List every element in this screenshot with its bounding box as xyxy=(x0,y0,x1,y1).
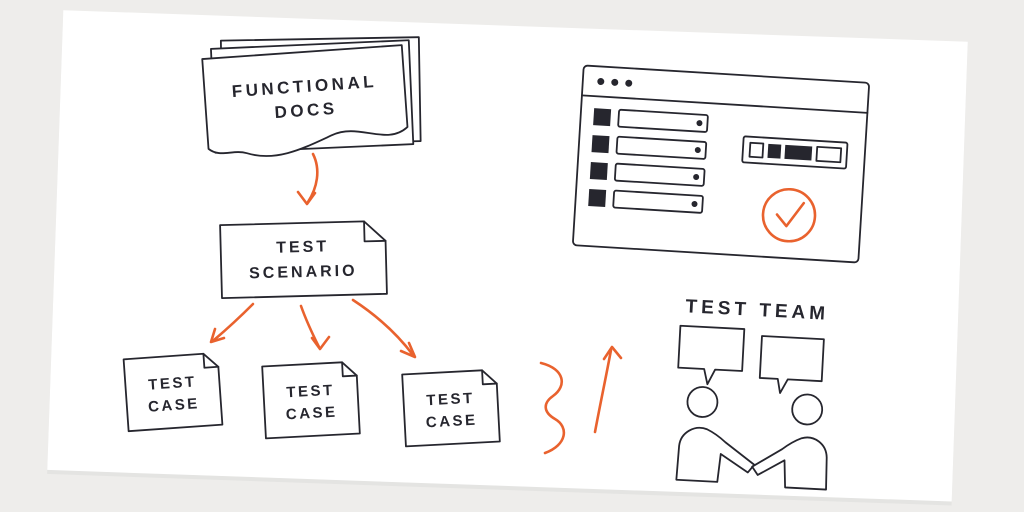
progress-widget xyxy=(741,135,849,170)
arrow-head-icon xyxy=(296,190,317,206)
test-case-1-label-line1: TEST xyxy=(148,373,197,393)
arrow-docs-to-scenario xyxy=(296,152,319,206)
checklist-row xyxy=(589,162,706,187)
progress-segment-filled-icon xyxy=(767,143,782,159)
case-doc-fold-icon xyxy=(481,369,498,386)
row-item-dot-icon xyxy=(694,147,701,154)
row-item-dot-icon xyxy=(693,174,700,181)
row-item-pill xyxy=(612,189,704,214)
test-case-1-label-line2: CASE xyxy=(148,395,201,416)
success-check-icon xyxy=(761,187,817,243)
progress-segment-filled-icon xyxy=(784,144,813,161)
arrow-shaft xyxy=(593,348,613,434)
titlebar-divider xyxy=(581,94,869,114)
test-case-3-label-line1: TEST xyxy=(426,390,475,410)
case-doc-outline xyxy=(122,352,224,433)
row-bullet-square-icon xyxy=(589,162,608,181)
case-doc-outline xyxy=(401,369,501,448)
checklist-row xyxy=(593,108,709,133)
case-doc-outline xyxy=(261,361,361,440)
progress-segment-empty-icon xyxy=(748,141,765,159)
test-case-doc-3: TEST CASE xyxy=(401,369,501,448)
arrow-scenario-to-case-2 xyxy=(299,304,331,351)
person-left-body-icon xyxy=(675,427,756,483)
row-bullet-square-icon xyxy=(588,189,607,208)
test-case-doc-1: TEST CASE xyxy=(122,352,224,433)
window-dot-icon xyxy=(625,79,633,87)
test-team-figures xyxy=(675,324,828,491)
check-circle-icon xyxy=(761,187,817,243)
test-case-3-label-line2: CASE xyxy=(425,412,478,432)
arrow-cases-to-team xyxy=(593,345,623,434)
person-left-head-icon xyxy=(686,386,719,418)
arrow-scenario-to-case-3 xyxy=(351,298,417,359)
test-case-2-label-line1: TEST xyxy=(286,382,335,402)
test-scenario-label-line1: TEST xyxy=(276,238,329,256)
arrow-scenario-to-case-1 xyxy=(209,302,255,344)
group-brace-icon xyxy=(539,361,566,455)
test-case-doc-2: TEST CASE xyxy=(261,361,361,440)
check-mark-icon xyxy=(775,201,806,228)
checklist-row xyxy=(588,189,704,214)
case-doc-fold-icon xyxy=(202,352,220,369)
arrow-shaft xyxy=(212,302,255,342)
arrow-head-icon xyxy=(310,335,331,351)
row-item-dot-icon xyxy=(691,200,698,207)
window-dot-icon xyxy=(597,78,605,86)
person-right-body-icon xyxy=(751,436,828,491)
test-scenario-label-line2: SCENARIO xyxy=(249,263,358,283)
checklist-row xyxy=(591,135,708,160)
arrow-head-icon xyxy=(209,327,226,344)
functional-docs-label-line2: DOCS xyxy=(274,99,338,122)
row-bullet-square-icon xyxy=(593,108,612,127)
row-item-pill xyxy=(617,108,709,133)
case-doc-fold-icon xyxy=(341,361,358,378)
person-right-head-icon xyxy=(791,393,824,426)
arrow-head-icon xyxy=(399,341,417,359)
window-control-dots-icon xyxy=(597,78,633,87)
test-scenario-doc: TEST SCENARIO xyxy=(219,220,388,300)
browser-window xyxy=(572,64,870,264)
scenario-doc-outline xyxy=(219,220,388,300)
row-item-pill xyxy=(614,162,706,187)
row-item-pill xyxy=(615,135,708,160)
functional-docs-stack: FUNCTIONAL DOCS xyxy=(201,36,422,157)
doc-page-front-icon xyxy=(201,44,409,157)
row-bullet-square-icon xyxy=(591,135,610,154)
arrow-shaft xyxy=(351,298,415,357)
progress-segment-empty-icon xyxy=(815,145,843,164)
row-item-dot-icon xyxy=(696,120,703,127)
speech-bubble-left-icon xyxy=(677,324,746,386)
arrow-head-icon xyxy=(602,345,623,361)
window-dot-icon xyxy=(611,78,619,86)
scenario-doc-fold-icon xyxy=(363,220,387,243)
test-case-2-label-line2: CASE xyxy=(285,404,338,424)
speech-bubble-right-icon xyxy=(758,335,825,394)
